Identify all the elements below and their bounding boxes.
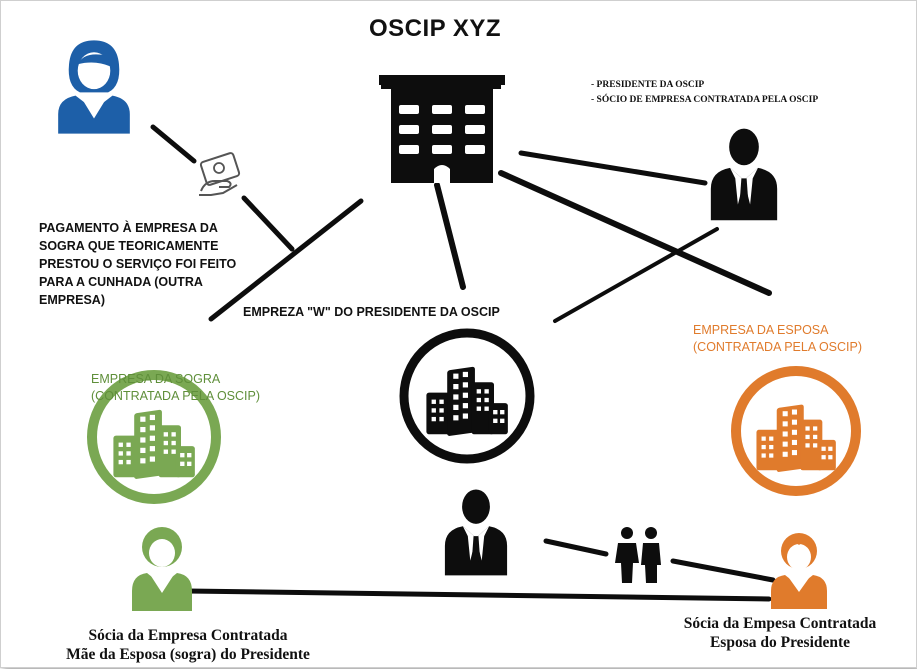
line-payment-to-junction — [241, 195, 295, 252]
sogra-company-note: (CONTRATADA PELA OSCIP) — [91, 389, 261, 403]
empresa-w-label: EMPREZA "W" DO PRESIDENTE DA OSCIP — [243, 305, 500, 319]
businessman-icon — [710, 128, 778, 221]
building-icon — [379, 75, 505, 183]
sogra-company-label: EMPRESA DA SOGRA (CONTRATADA PELA OSCIP) — [91, 371, 260, 405]
businessman-icon — [444, 489, 508, 576]
line-payment-bar — [208, 198, 364, 322]
line-man-to-couple — [543, 538, 609, 557]
president-roles: - PRESIDENTE DA OSCIP - SÓCIO DE EMPRESA… — [591, 78, 818, 108]
sogra-caption-line2: Mãe da Esposa (sogra) do Presidente — [66, 646, 310, 663]
line-sogra-to-esposa — [184, 588, 772, 602]
empresa-w-city-icon — [399, 328, 535, 464]
line-president-to-empresa-w — [553, 227, 719, 323]
esposa-company-note: (CONTRATADA PELA OSCIP) — [693, 340, 863, 354]
sogra-company-city-icon — [87, 370, 221, 504]
line-oscip-to-empresa-w — [434, 182, 466, 290]
sogra-caption: Sócia da Empresa Contratada Mãe da Espos… — [18, 626, 358, 664]
woman-icon — [771, 533, 827, 609]
sogra-company-name: EMPRESA DA SOGRA — [91, 372, 221, 386]
esposa-caption: Sócia da Empesa Contratada Esposa do Pre… — [655, 614, 905, 652]
line-couple-to-esposa — [670, 558, 776, 583]
president-role-line: - SÓCIO DE EMPRESA CONTRATADA PELA OSCIP — [591, 95, 819, 105]
esposa-caption-line2: Esposa do Presidente — [709, 634, 851, 651]
money-hand-icon — [199, 152, 241, 196]
sogra-caption-line1: Sócia da Empresa Contratada — [88, 627, 288, 644]
line-oscip-to-president — [518, 150, 708, 186]
esposa-company-label: EMPRESA DA ESPOSA (CONTRATADA PELA OSCIP… — [693, 322, 862, 356]
connection-lines — [150, 124, 776, 602]
esposa-company-city-icon — [731, 366, 861, 496]
woman-icon — [132, 527, 192, 611]
line-oscip-to-esposa-company — [498, 170, 772, 296]
couple-icon — [615, 527, 661, 583]
payment-note: PAGAMENTO À EMPRESA DA SOGRA QUE TEORICA… — [39, 221, 237, 307]
esposa-caption-line1: Sócia da Empesa Contratada — [683, 615, 877, 632]
diagram-title: OSCIP XYZ — [369, 15, 502, 42]
esposa-company-name: EMPRESA DA ESPOSA — [693, 323, 829, 337]
president-role-line: - PRESIDENTE DA OSCIP — [591, 80, 705, 90]
woman-icon — [58, 40, 130, 134]
line-woman-to-payment — [150, 124, 197, 164]
